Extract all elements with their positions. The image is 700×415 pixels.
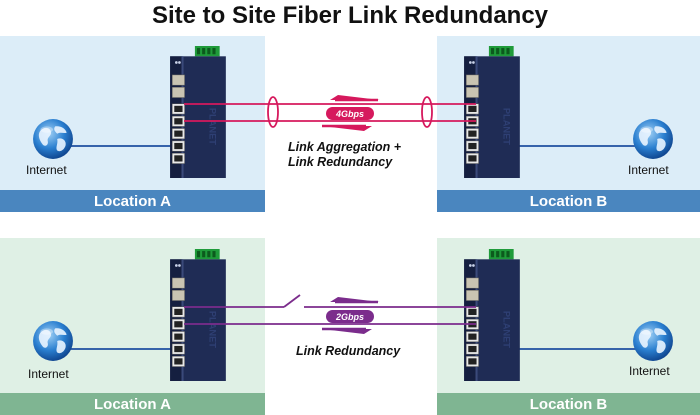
speed-badge [326,107,374,120]
internet-label: Internet [28,367,69,381]
caption-line: Link Redundancy [296,344,401,358]
switch-icon [463,249,521,381]
globe-icon [633,321,673,361]
switch-icon [169,46,227,178]
location-a-label: Location A [0,190,265,212]
location-a-label: Location A [0,393,265,415]
internet-label: Internet [26,163,67,177]
globe-icon [633,119,673,159]
globe-icon [33,321,73,361]
speed-label: 4Gbps [335,109,364,119]
page-title: Site to Site Fiber Link Redundancy [151,2,549,29]
internet-label: Internet [629,364,670,378]
arrow-left-icon [330,95,380,100]
internet-label: Internet [628,163,669,177]
location-b-label: Location B [437,190,700,212]
globe-icon [33,119,73,159]
link-aggregation-caption: Link Aggregation + Link Redundancy [288,140,401,170]
arrow-right-icon [322,126,372,131]
switch-icon [169,249,227,381]
location-b-label: Location B [437,393,700,415]
link-break-switch [283,294,301,308]
switch-icon [463,46,521,178]
arrow-left-icon [330,297,380,302]
link-redundancy-caption: Link Redundancy [296,344,400,359]
caption-line: Link Redundancy [288,155,393,169]
caption-line: Link Aggregation + [288,140,402,154]
speed-label: 2Gbps [335,312,364,322]
aggregation-ring-right [421,96,433,128]
speed-badge [326,310,374,323]
aggregation-ring-left [267,96,279,128]
arrow-right-icon [322,329,372,334]
